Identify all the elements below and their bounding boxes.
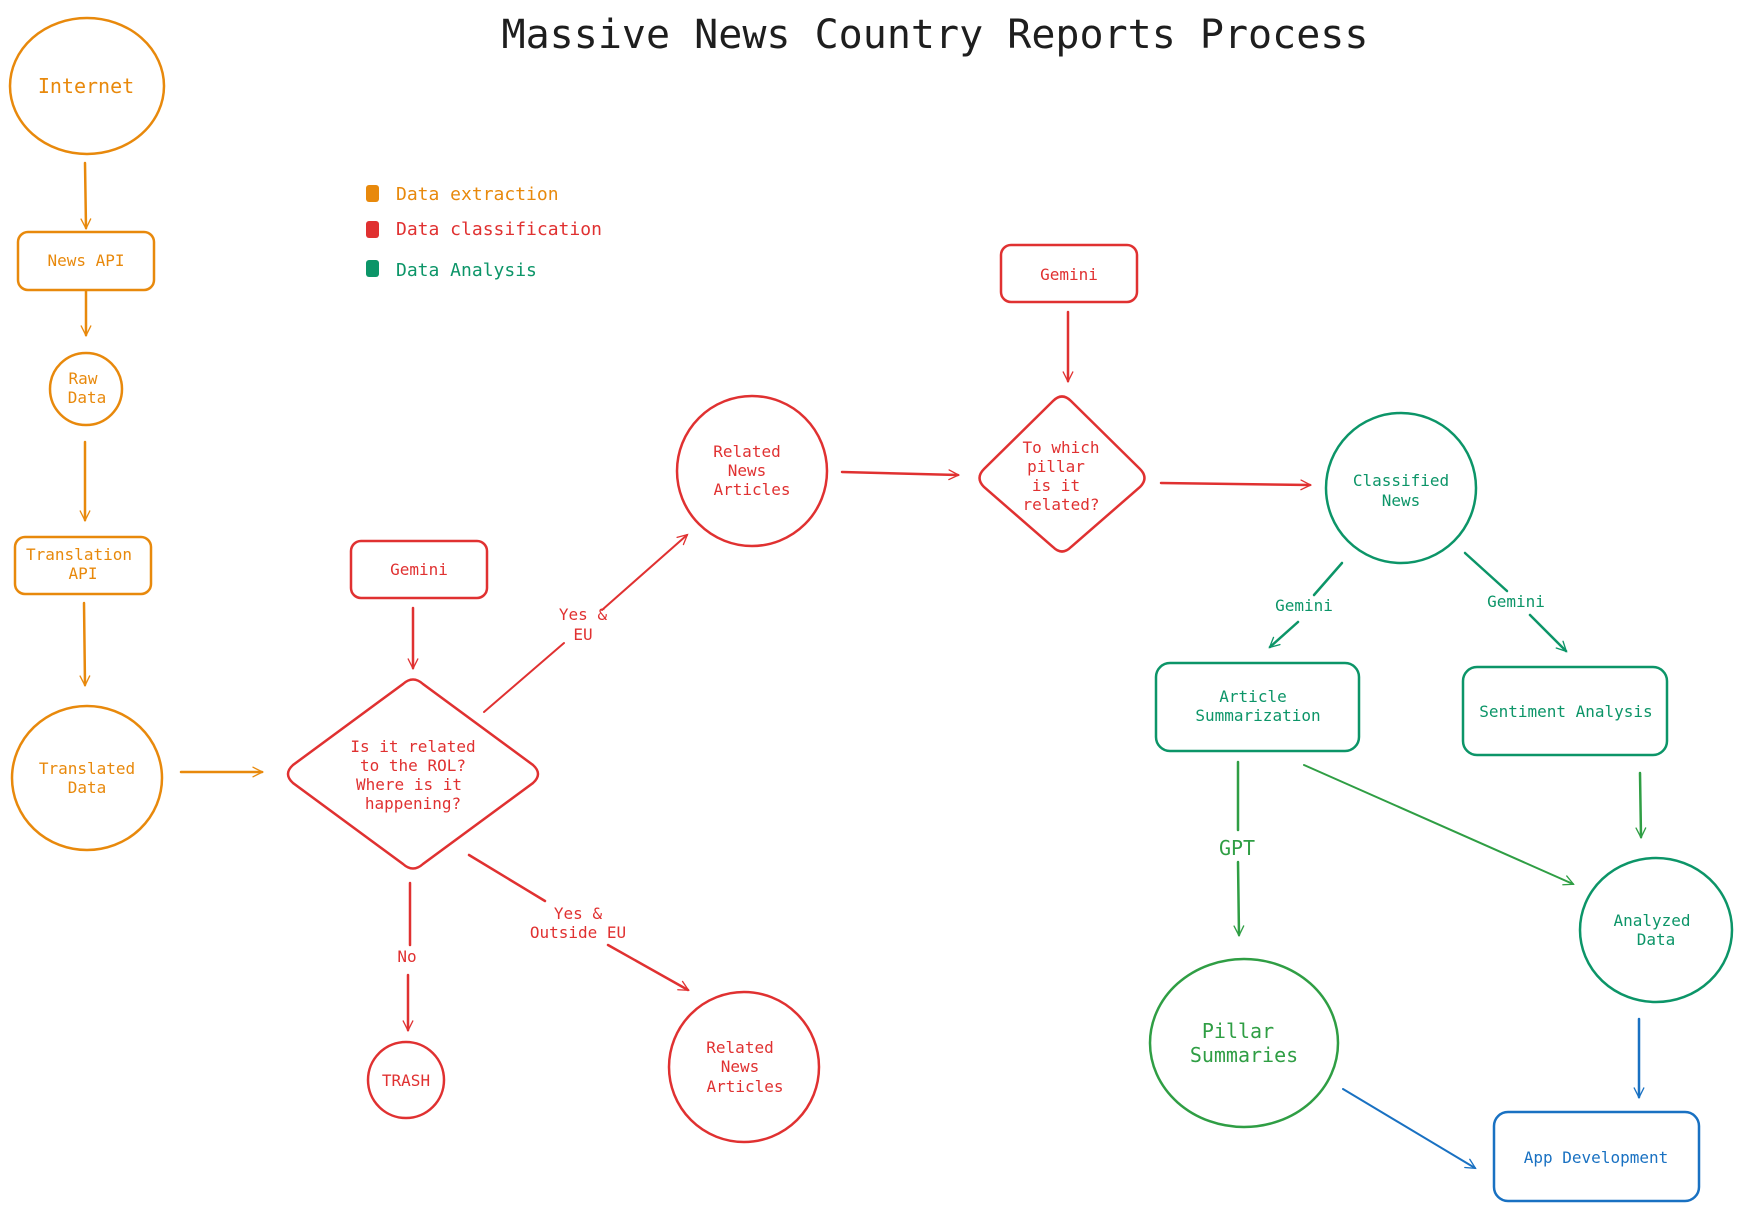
node-translated-data-line-2: Data	[68, 778, 107, 797]
node-analyzed-data-line-2: Data	[1637, 930, 1676, 949]
edge-label-gemini-left: Gemini	[1275, 596, 1333, 615]
node-pillar-summaries-line-2: Summaries	[1190, 1043, 1298, 1067]
node-pillar-question-line-4: related?	[1022, 495, 1099, 514]
node-rol-question-line-2: to the ROL?	[360, 756, 466, 775]
node-gemini-1-label: Gemini	[390, 560, 448, 579]
node-pillar-summaries-line-1: Pillar	[1202, 1019, 1274, 1043]
edge-pillarsummaries-to-app	[1342, 1088, 1475, 1168]
node-pillar-summaries: Pillar Summaries	[1148, 957, 1340, 1129]
node-analyzed-data-line-1: Analyzed	[1613, 911, 1690, 930]
edge-related-eu-to-pillar	[840, 472, 958, 475]
node-translation-api: Translation API	[13, 535, 153, 596]
node-gemini-2-label: Gemini	[1040, 265, 1098, 284]
legend-swatch-extraction	[366, 185, 379, 202]
node-app-development: App Development	[1492, 1110, 1701, 1203]
edge-label-yes-eu-line-2: EU	[573, 625, 592, 644]
node-translated-data-line-1: Translated	[39, 759, 135, 778]
node-gemini-2: Gemini	[999, 243, 1139, 304]
legend-swatch-analysis	[366, 260, 379, 277]
edge-summarization-to-analyzed	[1303, 764, 1573, 884]
edge-rol-to-related-outside	[467, 853, 547, 903]
edge-label-gpt: GPT	[1219, 836, 1255, 860]
edge-label-yes-outside-line-1: Yes &	[554, 904, 603, 923]
node-classified-news-line-1: Classified	[1353, 471, 1449, 490]
node-news-api: News API	[16, 230, 156, 292]
edge-internet-newsapi	[85, 161, 86, 228]
edge-label-no: No	[397, 947, 416, 966]
node-rol-question-line-4: happening?	[365, 794, 461, 813]
edge-classified-to-sentiment-b	[1528, 613, 1566, 651]
node-related-outside: Related News Articles	[667, 990, 821, 1144]
node-pillar-question: To which pillar is it related?	[978, 395, 1146, 553]
node-app-development-label: App Development	[1524, 1148, 1669, 1167]
edge-gpt-to-pillarsummaries	[1238, 860, 1239, 935]
node-raw-data-line-1: Raw	[69, 369, 98, 388]
node-related-outside-line-3: Articles	[706, 1077, 783, 1096]
edge-label-gemini-right: Gemini	[1487, 592, 1545, 611]
node-pillar-question-line-1: To which	[1022, 438, 1099, 457]
edge-rol-to-related-eu-head	[601, 535, 687, 611]
node-trash-label: TRASH	[382, 1071, 430, 1090]
node-sentiment-analysis: Sentiment Analysis	[1461, 665, 1669, 757]
legend: Data extraction Data classification Data…	[366, 184, 602, 281]
edge-classified-to-sentiment-a	[1463, 551, 1509, 593]
node-article-summarization-line-1: Article	[1219, 687, 1286, 706]
edge-sentiment-to-analyzed	[1640, 771, 1641, 837]
node-trash: TRASH	[366, 1040, 446, 1120]
diagram-title: Massive News Country Reports Process	[502, 12, 1369, 58]
node-internet: Internet	[8, 16, 166, 156]
node-related-outside-line-1: Related	[706, 1038, 773, 1057]
legend-label-analysis: Data Analysis	[396, 260, 537, 281]
node-article-summarization-line-2: Summarization	[1195, 706, 1320, 725]
edge-classified-to-summarization-b	[1270, 620, 1300, 647]
edge-rol-to-related-eu	[483, 642, 565, 713]
node-related-eu-line-3: Articles	[713, 480, 790, 499]
node-related-eu: Related News Articles	[675, 394, 829, 548]
edge-pillar-to-classified	[1159, 483, 1310, 485]
edge-label-yes-eu-line-1: Yes &	[559, 605, 608, 624]
node-gemini-1: Gemini	[349, 539, 489, 600]
edges	[84, 161, 1641, 1168]
node-related-outside-line-2: News	[721, 1057, 760, 1076]
node-raw-data-line-2: Data	[68, 388, 107, 407]
legend-swatch-classification	[366, 221, 379, 238]
node-related-eu-line-1: Related	[713, 442, 780, 461]
node-internet-label: Internet	[38, 74, 134, 98]
node-news-api-label: News API	[47, 251, 124, 270]
node-sentiment-analysis-label: Sentiment Analysis	[1479, 702, 1652, 721]
node-rol-question: Is it related to the ROL? Where is it ha…	[286, 678, 540, 870]
edge-labels: Yes & EU Yes & Outside EU No Gemini Gemi…	[397, 592, 1545, 966]
legend-label-classification: Data classification	[396, 219, 602, 240]
edge-classified-to-summarization-a	[1312, 561, 1344, 597]
node-classified-news-line-2: News	[1382, 491, 1421, 510]
node-article-summarization: Article Summarization	[1154, 661, 1361, 753]
node-classified-news: Classified News	[1324, 411, 1478, 565]
legend-label-extraction: Data extraction	[396, 184, 559, 205]
node-related-eu-line-2: News	[728, 461, 767, 480]
edge-label-yes-outside-line-2: Outside EU	[530, 923, 626, 942]
node-translation-api-line-1: Translation	[26, 545, 132, 564]
node-rol-question-line-3: Where is it	[356, 775, 462, 794]
node-analyzed-data: Analyzed Data	[1578, 856, 1734, 1004]
node-rol-question-line-1: Is it related	[350, 737, 475, 756]
node-pillar-question-line-2: pillar	[1027, 457, 1085, 476]
node-raw-data: Raw Data	[48, 351, 124, 427]
node-pillar-question-line-3: is it	[1032, 476, 1080, 495]
edge-translationapi-translated	[84, 601, 85, 685]
edge-rol-to-related-outside-head	[606, 943, 688, 992]
node-translation-api-line-2: API	[69, 564, 98, 583]
node-translated-data: Translated Data	[10, 704, 164, 852]
